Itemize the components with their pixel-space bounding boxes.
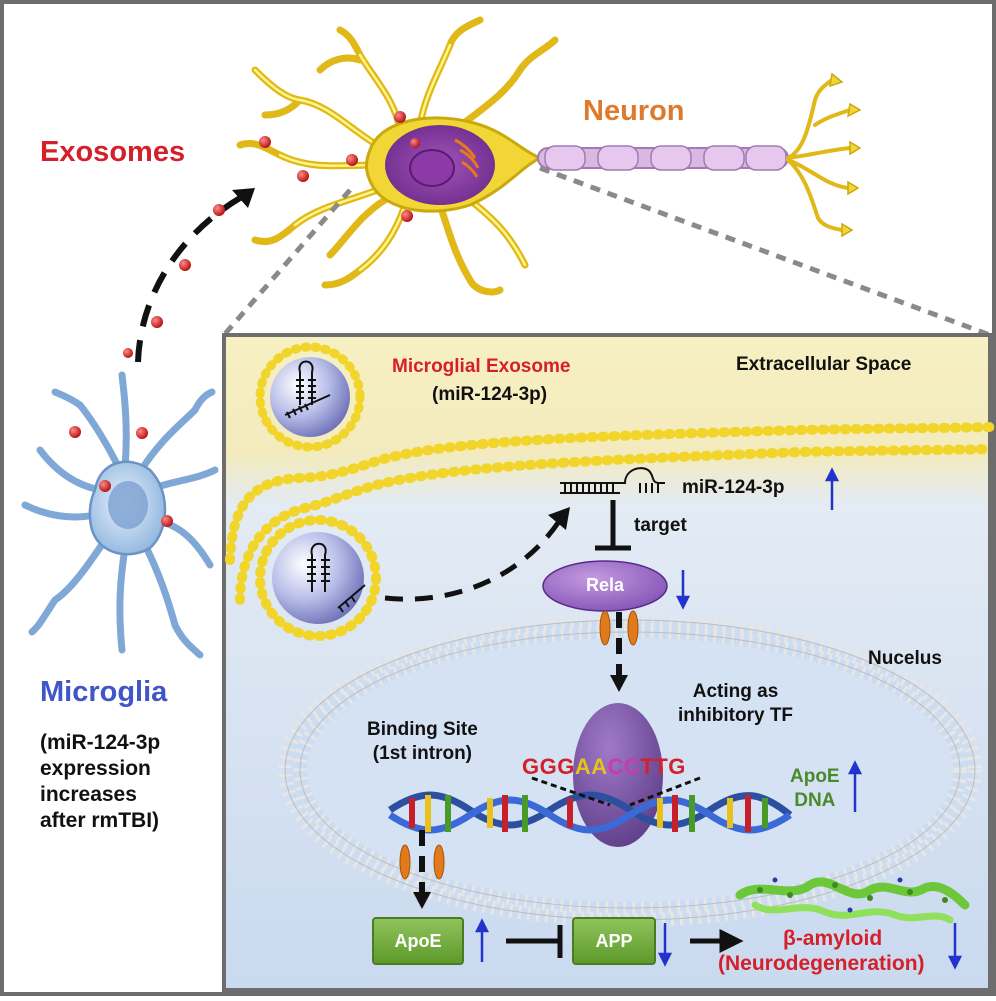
extracellular-space-label: Extracellular Space (736, 354, 912, 375)
up-arrow-icon (847, 760, 863, 812)
beta-amyloid-label: β-amyloid (783, 927, 883, 950)
exosomes-label: Exosomes (40, 136, 186, 168)
down-arrow-icon (657, 923, 673, 967)
nucleus-label: Nucelus (868, 648, 942, 669)
neuron-exosome-dots (259, 111, 420, 222)
rela-label: Rela (586, 575, 625, 595)
axon (537, 72, 862, 238)
sequence-segment: TTG (640, 754, 686, 779)
microglia-note-line: (miR-124-3p (40, 731, 161, 754)
sequence-segment: AA (574, 754, 608, 779)
microglia-note: (miR-124-3p expression increases after r… (40, 730, 160, 834)
inhibitory-tf-line: inhibitory TF (678, 705, 794, 726)
app-box: APP (572, 917, 656, 965)
binding-site-label: Binding Site (1st intron) (367, 718, 478, 766)
up-arrow-icon (824, 467, 840, 510)
inhibitory-tf-label: Acting as inhibitory TF (678, 680, 793, 728)
dna-helix (388, 791, 793, 834)
down-arrow-icon (947, 923, 963, 970)
inhibition-bar-icon (506, 925, 563, 958)
microglia-note-line: expression (40, 757, 151, 780)
inhibition-bar-icon (595, 500, 631, 551)
neuron-illustration (236, 16, 862, 296)
target-label: target (634, 515, 687, 536)
microglial-exosome-label: Microglial Exosome (392, 356, 571, 377)
sequence-segment: CC (607, 754, 641, 779)
mirna-glyph (560, 467, 665, 494)
microglia-label: Microglia (40, 676, 168, 708)
binding-site-line: (1st intron) (372, 743, 473, 764)
down-arrow-icon (675, 570, 691, 610)
cell-inset-panel (222, 333, 995, 992)
neuron-label: Neuron (583, 95, 685, 127)
apoe-box: ApoE (372, 917, 464, 965)
fusing-exosome-vesicle (255, 515, 381, 641)
microglia-note-line: increases (40, 783, 137, 806)
activation-arrow-icon (690, 928, 744, 954)
inhibitory-tf-line: Acting as (692, 681, 779, 702)
dashed-arrow-icon (413, 892, 431, 909)
mirna-label: miR-124-3p (682, 477, 785, 498)
beta-amyloid-aggregate (735, 877, 970, 924)
microglia-illustration (21, 371, 219, 659)
apoe-dna-line: DNA (794, 790, 836, 811)
apoe-dna-line: ApoE (790, 766, 840, 787)
exosome-mirna-label: (miR-124-3p) (432, 384, 548, 405)
microglia-note-line: after rmTBI) (40, 809, 160, 832)
up-arrow-icon (474, 918, 490, 962)
binding-site-line: Binding Site (367, 719, 478, 740)
extracellular-exosome-vesicle (255, 342, 365, 452)
zoom-projection-lines (222, 165, 991, 338)
nuclear-pores (399, 610, 639, 880)
dashed-arrow-icon (548, 507, 570, 530)
apoe-dna-label: ApoE DNA (790, 765, 840, 813)
binding-site-lines (531, 776, 701, 807)
microglia-to-neuron-arrow (123, 188, 255, 363)
microglia-exosome-dots (69, 426, 173, 527)
dashed-arrow-icon (610, 675, 628, 692)
neurodegeneration-label: (Neurodegeneration) (718, 952, 925, 975)
dna-sequence: GGGAACCTTG (522, 754, 686, 779)
sequence-segment: GGG (522, 754, 575, 779)
